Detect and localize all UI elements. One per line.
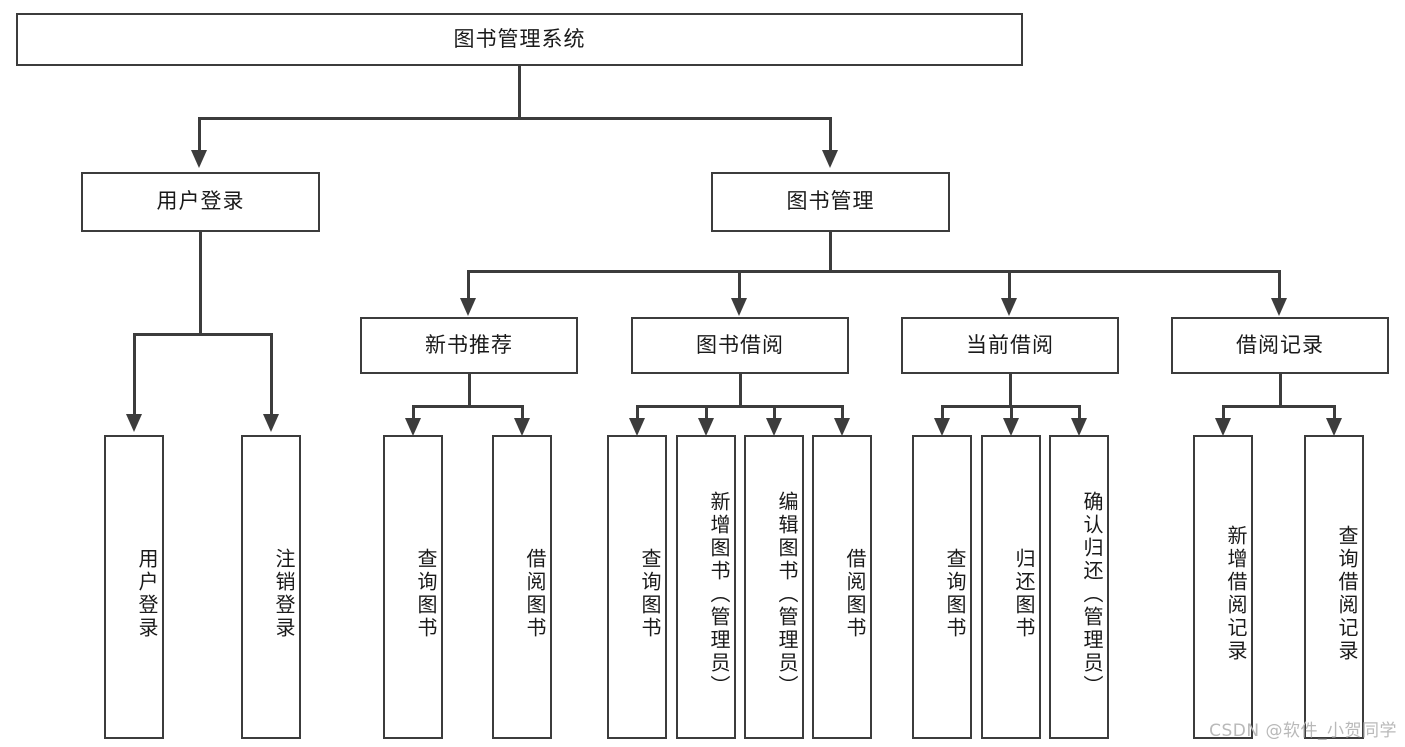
node-label: 注销登录: [272, 548, 296, 640]
node-label: 查询图书: [943, 548, 967, 640]
leaf-book-borrow-add-book[interactable]: 新增图书（管理员）: [676, 435, 736, 739]
edge-user-login-stem: [199, 232, 202, 334]
edge-book-manage-stem: [829, 232, 832, 272]
arrowhead-borrow-record-leaf-2: [1326, 418, 1342, 436]
arrowhead-leaf-user-login-2: [263, 414, 279, 432]
node-label: 查询图书: [414, 548, 438, 640]
leaf-book-borrow-edit-book[interactable]: 编辑图书（管理员）: [744, 435, 804, 739]
edge-root-to-user-login: [198, 117, 201, 154]
leaf-current-borrow-query-book[interactable]: 查询图书: [912, 435, 972, 739]
arrowhead-new-book-leaf-1: [405, 418, 421, 436]
edge-book-manage-to-new-book: [467, 270, 470, 301]
node-label: 借阅图书: [843, 548, 867, 640]
leaf-borrow-record-add-record[interactable]: 新增借阅记录: [1193, 435, 1253, 739]
edge-book-borrow-to-leaf-2: [705, 405, 708, 421]
edge-new-book-to-leaf-1: [412, 405, 415, 421]
edge-book-manage-bus: [467, 270, 1281, 273]
leaf-current-borrow-return-book[interactable]: 归还图书: [981, 435, 1041, 739]
arrowhead-book-manage: [822, 150, 838, 168]
node-label: 新增图书（管理员）: [707, 490, 731, 698]
arrowhead-borrow-record-leaf-1: [1215, 418, 1231, 436]
arrowhead-book-borrow-leaf-1: [629, 418, 645, 436]
edge-current-borrow-to-leaf-2: [1010, 405, 1013, 421]
edge-book-borrow-to-leaf-4: [841, 405, 844, 421]
node-book-borrow[interactable]: 图书借阅: [631, 317, 849, 374]
node-label: 确认归还（管理员）: [1080, 490, 1104, 698]
arrowhead-leaf-user-login-1: [126, 414, 142, 432]
node-root-system[interactable]: 图书管理系统: [16, 13, 1023, 66]
arrowhead-book-borrow-leaf-3: [766, 418, 782, 436]
edge-user-login-bus: [133, 333, 273, 336]
edge-borrow-record-stem: [1279, 374, 1282, 407]
edge-current-borrow-stem: [1009, 374, 1012, 407]
edge-current-borrow-to-leaf-3: [1078, 405, 1081, 421]
leaf-borrow-record-query-record[interactable]: 查询借阅记录: [1304, 435, 1364, 739]
edge-new-book-to-leaf-2: [521, 405, 524, 421]
node-new-book-recommend[interactable]: 新书推荐: [360, 317, 578, 374]
node-label: 查询图书: [638, 548, 662, 640]
arrowhead-user-login: [191, 150, 207, 168]
arrowhead-new-book: [460, 298, 476, 316]
node-user-login[interactable]: 用户登录: [81, 172, 320, 232]
arrowhead-current-borrow-leaf-3: [1071, 418, 1087, 436]
edge-book-borrow-stem: [739, 374, 742, 407]
node-label: 编辑图书（管理员）: [775, 490, 799, 698]
node-borrow-record[interactable]: 借阅记录: [1171, 317, 1389, 374]
edge-book-manage-to-book-borrow: [738, 270, 741, 301]
node-label: 图书借阅: [696, 332, 784, 357]
node-label: 查询借阅记录: [1335, 525, 1359, 663]
edge-borrow-record-to-leaf-1: [1222, 405, 1225, 421]
node-label: 用户登录: [135, 548, 159, 640]
arrowhead-current-borrow-leaf-1: [934, 418, 950, 436]
leaf-new-book-query-book[interactable]: 查询图书: [383, 435, 443, 739]
edge-borrow-record-to-leaf-2: [1333, 405, 1336, 421]
arrowhead-new-book-leaf-2: [514, 418, 530, 436]
node-label: 借阅记录: [1236, 332, 1324, 357]
arrowhead-book-borrow-leaf-2: [698, 418, 714, 436]
node-label: 借阅图书: [523, 548, 547, 640]
leaf-book-borrow-borrow-book[interactable]: 借阅图书: [812, 435, 872, 739]
leaf-book-borrow-query-book[interactable]: 查询图书: [607, 435, 667, 739]
arrowhead-book-borrow-leaf-4: [834, 418, 850, 436]
node-label: 归还图书: [1012, 548, 1036, 640]
edge-root-stem: [518, 66, 521, 119]
node-current-borrow[interactable]: 当前借阅: [901, 317, 1119, 374]
arrowhead-current-borrow: [1001, 298, 1017, 316]
edge-book-borrow-to-leaf-3: [773, 405, 776, 421]
edge-book-manage-to-current-borrow: [1008, 270, 1011, 301]
arrowhead-current-borrow-leaf-2: [1003, 418, 1019, 436]
leaf-new-book-borrow-book[interactable]: 借阅图书: [492, 435, 552, 739]
edge-borrow-record-bus: [1222, 405, 1336, 408]
leaf-user-login[interactable]: 用户登录: [104, 435, 164, 739]
edge-root-to-book-manage: [829, 117, 832, 154]
node-book-manage[interactable]: 图书管理: [711, 172, 950, 232]
node-label: 新书推荐: [425, 332, 513, 357]
arrowhead-borrow-record: [1271, 298, 1287, 316]
edge-root-bus: [198, 117, 832, 120]
arrowhead-book-borrow: [731, 298, 747, 316]
edge-user-login-to-leaf-2: [270, 333, 273, 417]
edge-new-book-stem: [468, 374, 471, 407]
node-label: 当前借阅: [966, 332, 1054, 357]
edge-user-login-to-leaf-1: [133, 333, 136, 417]
node-label: 图书管理系统: [453, 26, 586, 51]
edge-new-book-bus: [412, 405, 524, 408]
edge-book-borrow-bus: [636, 405, 844, 408]
edge-current-borrow-to-leaf-1: [941, 405, 944, 421]
edge-book-borrow-to-leaf-1: [636, 405, 639, 421]
leaf-logout[interactable]: 注销登录: [241, 435, 301, 739]
leaf-current-borrow-confirm-return[interactable]: 确认归还（管理员）: [1049, 435, 1109, 739]
edge-book-manage-to-borrow-record: [1278, 270, 1281, 301]
node-label: 用户登录: [156, 189, 245, 214]
node-label: 图书管理: [786, 189, 875, 214]
node-label: 新增借阅记录: [1224, 525, 1248, 663]
